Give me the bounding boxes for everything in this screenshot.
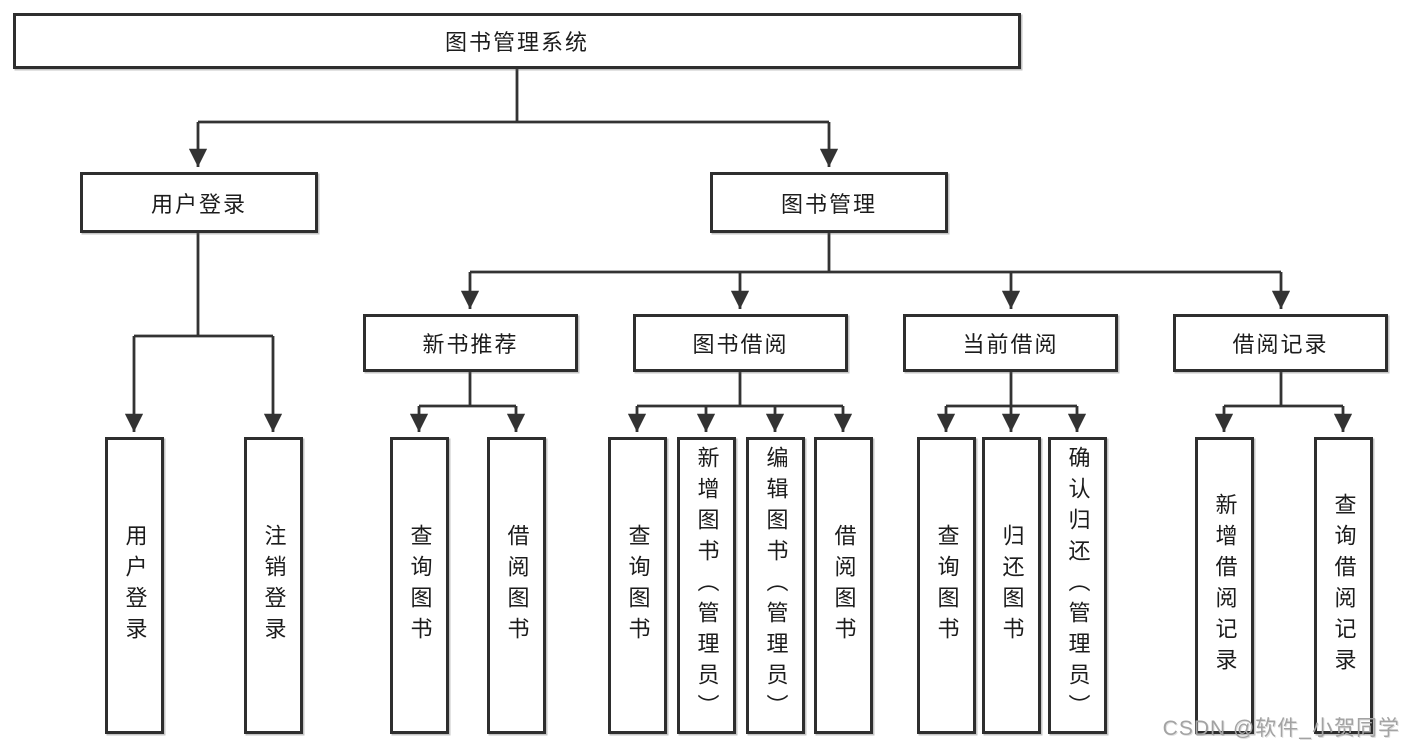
leaf-node-query-books-borrowing: 查询图书 bbox=[608, 437, 667, 734]
node-borrowing-records: 借阅记录 bbox=[1173, 314, 1388, 372]
leaf-node-borrow-books-borrowing: 借阅图书 bbox=[814, 437, 873, 734]
leaf-node-query-books-current: 查询图书 bbox=[917, 437, 976, 734]
node-new-book-recommend: 新书推荐 bbox=[363, 314, 578, 372]
csdn-watermark: CSDN @软件_小贺同学 bbox=[1162, 717, 1400, 740]
leaf-node-borrow-books-recommend: 借阅图书 bbox=[487, 437, 546, 734]
node-user-login: 用户登录 bbox=[80, 172, 318, 233]
node-current-borrowing: 当前借阅 bbox=[903, 314, 1118, 372]
leaf-node-logout: 注销登录 bbox=[244, 437, 303, 734]
leaf-node-return-book: 归还图书 bbox=[982, 437, 1041, 734]
node-book-management: 图书管理 bbox=[710, 172, 948, 233]
leaf-node-user-login: 用户登录 bbox=[105, 437, 164, 734]
leaf-node-add-book-admin: 新增图书（管理员） bbox=[677, 437, 736, 734]
leaf-node-confirm-return-admin: 确认归还（管理员） bbox=[1048, 437, 1107, 734]
node-library-management-system: 图书管理系统 bbox=[13, 13, 1021, 69]
leaf-node-edit-book-admin: 编辑图书（管理员） bbox=[746, 437, 805, 734]
node-book-borrowing: 图书借阅 bbox=[633, 314, 848, 372]
leaf-node-add-borrow-record: 新增借阅记录 bbox=[1195, 437, 1254, 734]
leaf-node-query-borrow-record: 查询借阅记录 bbox=[1314, 437, 1373, 734]
leaf-node-query-books-recommend: 查询图书 bbox=[390, 437, 449, 734]
